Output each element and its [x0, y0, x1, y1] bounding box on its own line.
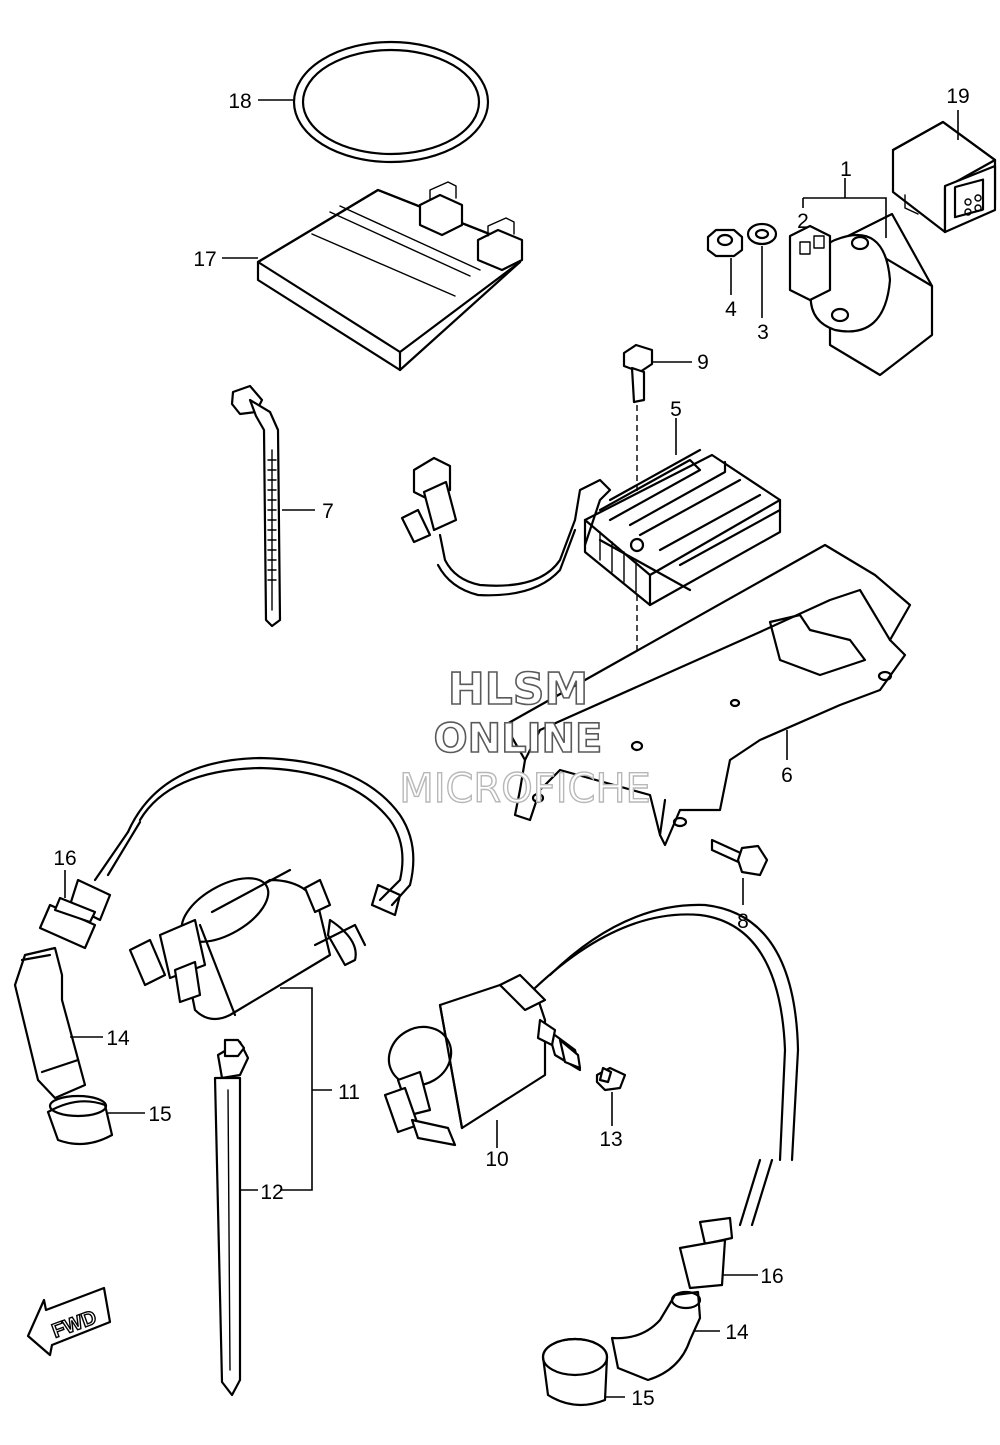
- callout-5[interactable]: 5: [670, 398, 682, 421]
- ignition-coil-left-part[interactable]: [126, 756, 415, 1021]
- callout-numbers: 1 2 3 4 5 6 7 8 9 10 11 12 13 14 14 15 1…: [53, 85, 969, 1410]
- callout-4[interactable]: 4: [725, 298, 737, 321]
- callout-15b[interactable]: 15: [631, 1387, 654, 1410]
- callout-16a[interactable]: 16: [53, 847, 76, 870]
- callout-1[interactable]: 1: [840, 158, 852, 181]
- plug-boot-left-part[interactable]: [46, 1094, 114, 1146]
- callout-7[interactable]: 7: [322, 500, 334, 523]
- leader-1: [803, 197, 887, 238]
- callout-3[interactable]: 3: [757, 321, 769, 344]
- watermark-line3: MICROFICHE: [399, 766, 651, 812]
- callout-8[interactable]: 8: [737, 910, 749, 933]
- bolt-8-part[interactable]: [710, 838, 769, 877]
- nut-part[interactable]: [706, 228, 744, 258]
- bolt-9-part[interactable]: [622, 343, 654, 404]
- watermark: HLSM ONLINE MICROFICHE: [398, 663, 651, 813]
- plug-cap-right-part[interactable]: [610, 1290, 702, 1382]
- cable-tie-7-part[interactable]: [230, 384, 282, 628]
- callout-13[interactable]: 13: [599, 1128, 622, 1151]
- ecu-part[interactable]: [256, 181, 524, 372]
- connector-part[interactable]: [891, 120, 997, 234]
- screw-13-part[interactable]: [595, 1066, 627, 1092]
- plug-lead-left-part[interactable]: [38, 820, 142, 950]
- fwd-arrow-icon: FWD: [26, 1286, 112, 1357]
- callout-14b[interactable]: 14: [725, 1321, 749, 1344]
- callout-11[interactable]: 11: [338, 1081, 360, 1104]
- bracket-part[interactable]: [503, 543, 912, 847]
- ignition-coil-right-part[interactable]: [378, 903, 800, 1162]
- callout-18[interactable]: 18: [228, 90, 251, 113]
- regulator-part[interactable]: [400, 448, 782, 607]
- callout-17[interactable]: 17: [193, 248, 216, 271]
- washer-part[interactable]: [746, 222, 778, 246]
- callout-10[interactable]: 10: [485, 1148, 508, 1171]
- plug-boot-right-part[interactable]: [541, 1337, 609, 1407]
- callout-6[interactable]: 6: [781, 764, 793, 787]
- callout-14a[interactable]: 14: [106, 1027, 130, 1050]
- watermark-line1: HLSM: [448, 664, 588, 715]
- callout-15a[interactable]: 15: [148, 1103, 171, 1126]
- callout-9[interactable]: 9: [697, 351, 709, 374]
- callout-16b[interactable]: 16: [760, 1265, 783, 1288]
- plug-lead-right-part[interactable]: [678, 1158, 774, 1290]
- cable-tie-12-part[interactable]: [213, 1038, 250, 1397]
- starter-relay-part[interactable]: [788, 212, 934, 377]
- leader-11: [280, 987, 313, 1191]
- callout-2[interactable]: 2: [797, 210, 809, 233]
- callout-12[interactable]: 12: [260, 1181, 283, 1204]
- watermark-line2: ONLINE: [434, 716, 603, 762]
- plug-cap-left-part[interactable]: [13, 946, 87, 1100]
- callout-19[interactable]: 19: [946, 85, 969, 108]
- o-ring-part[interactable]: [292, 40, 490, 164]
